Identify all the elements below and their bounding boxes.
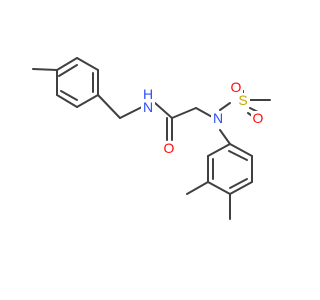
carbonyl-oxygen-label: O (164, 140, 175, 156)
molecule-structure: H N O N S O O (32, 57, 271, 220)
label-background (162, 141, 176, 155)
amide-hydrogen-label: H (143, 86, 153, 102)
bond (228, 150, 248, 161)
sulfonamide-nitrogen-label: N (213, 110, 223, 126)
bond (58, 64, 78, 77)
amide-nitrogen-label: N (143, 99, 153, 115)
bond (229, 181, 253, 195)
bond (119, 106, 143, 119)
bond (219, 102, 231, 111)
bond (60, 90, 78, 101)
bond (186, 181, 209, 195)
label-background (251, 111, 265, 125)
bond (56, 57, 78, 71)
bond (76, 57, 99, 71)
bond (207, 143, 231, 157)
bond (97, 94, 121, 119)
label-background (141, 100, 155, 114)
sulfonyl-oxygen-label: O (253, 110, 264, 126)
bond (154, 102, 173, 119)
label-background (141, 88, 155, 100)
label-background (211, 111, 225, 125)
sulfur-label: S (238, 92, 247, 108)
label-background (229, 80, 243, 94)
sulfonyl-oxygen-label: O (231, 79, 242, 95)
bond (171, 107, 197, 119)
molecule-canvas: H N O N S O O (32, 57, 271, 220)
bond (207, 181, 231, 195)
bond (32, 68, 58, 71)
bond (76, 94, 99, 108)
bond (229, 178, 248, 189)
bonds (32, 57, 271, 220)
bond (56, 94, 78, 108)
bond (219, 129, 231, 145)
atom-labels: H N O N S O O (141, 79, 265, 156)
bond (229, 143, 253, 157)
label-background (236, 93, 250, 107)
